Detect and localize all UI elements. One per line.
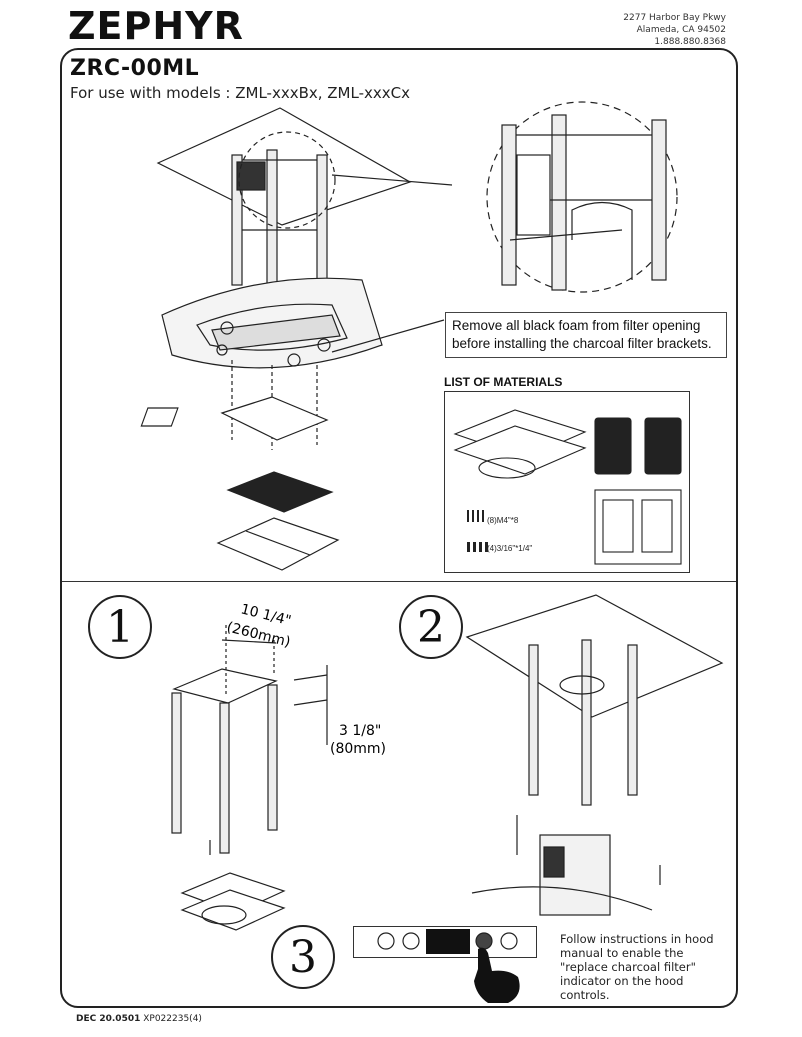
hood-control-panel [353,926,537,958]
indicator-note: Follow instructions in hood manual to en… [560,932,714,1002]
step-2-badge: 2 [399,595,463,659]
step-1-badge: 1 [88,595,152,659]
address-line-2: Alameda, CA 94502 [636,25,726,35]
sheet-frame [60,48,738,1008]
materials-illustration [453,409,682,565]
materials-title: LIST OF MATERIALS [444,375,563,389]
screw-m4-label: (8)M4"*8 [487,516,519,525]
company-address: 2277 Harbor Bay Pkwy Alameda, CA 94502 1… [623,12,726,48]
footer-ref: XP022235(4) [143,1014,202,1024]
brand-logo: ZEPHYR [68,4,244,48]
pointing-hand-icon [474,947,520,1003]
chevron-down-icon [402,932,420,950]
exploded-view-illustration [140,101,678,571]
materials-box [444,391,690,573]
light-icon [500,932,518,950]
address-line-1: 2277 Harbor Bay Pkwy [623,13,726,23]
page-title: ZRC-00ML [70,56,200,81]
power-icon [377,932,395,950]
footer-code: DEC 20.0501 [76,1014,141,1024]
installation-steps-illustration: 10 1/4" (260mm) 3 1/8" (80mm) [171,594,724,931]
section-divider [62,581,736,582]
document-footer: DEC 20.0501 XP022235(4) [76,1014,202,1024]
dimension-height-inches: 3 1/8" [339,723,381,739]
step-3-badge: 3 [271,925,335,989]
dimension-height-mm: (80mm) [330,741,386,757]
phone-number: 1.888.880.8368 [654,37,726,47]
screw-small-label: (4)3/16"*1/4" [487,544,533,553]
foam-removal-note: Remove all black foam from filter openin… [445,312,727,358]
compatible-models: For use with models : ZML-xxxBx, ZML-xxx… [70,84,410,102]
